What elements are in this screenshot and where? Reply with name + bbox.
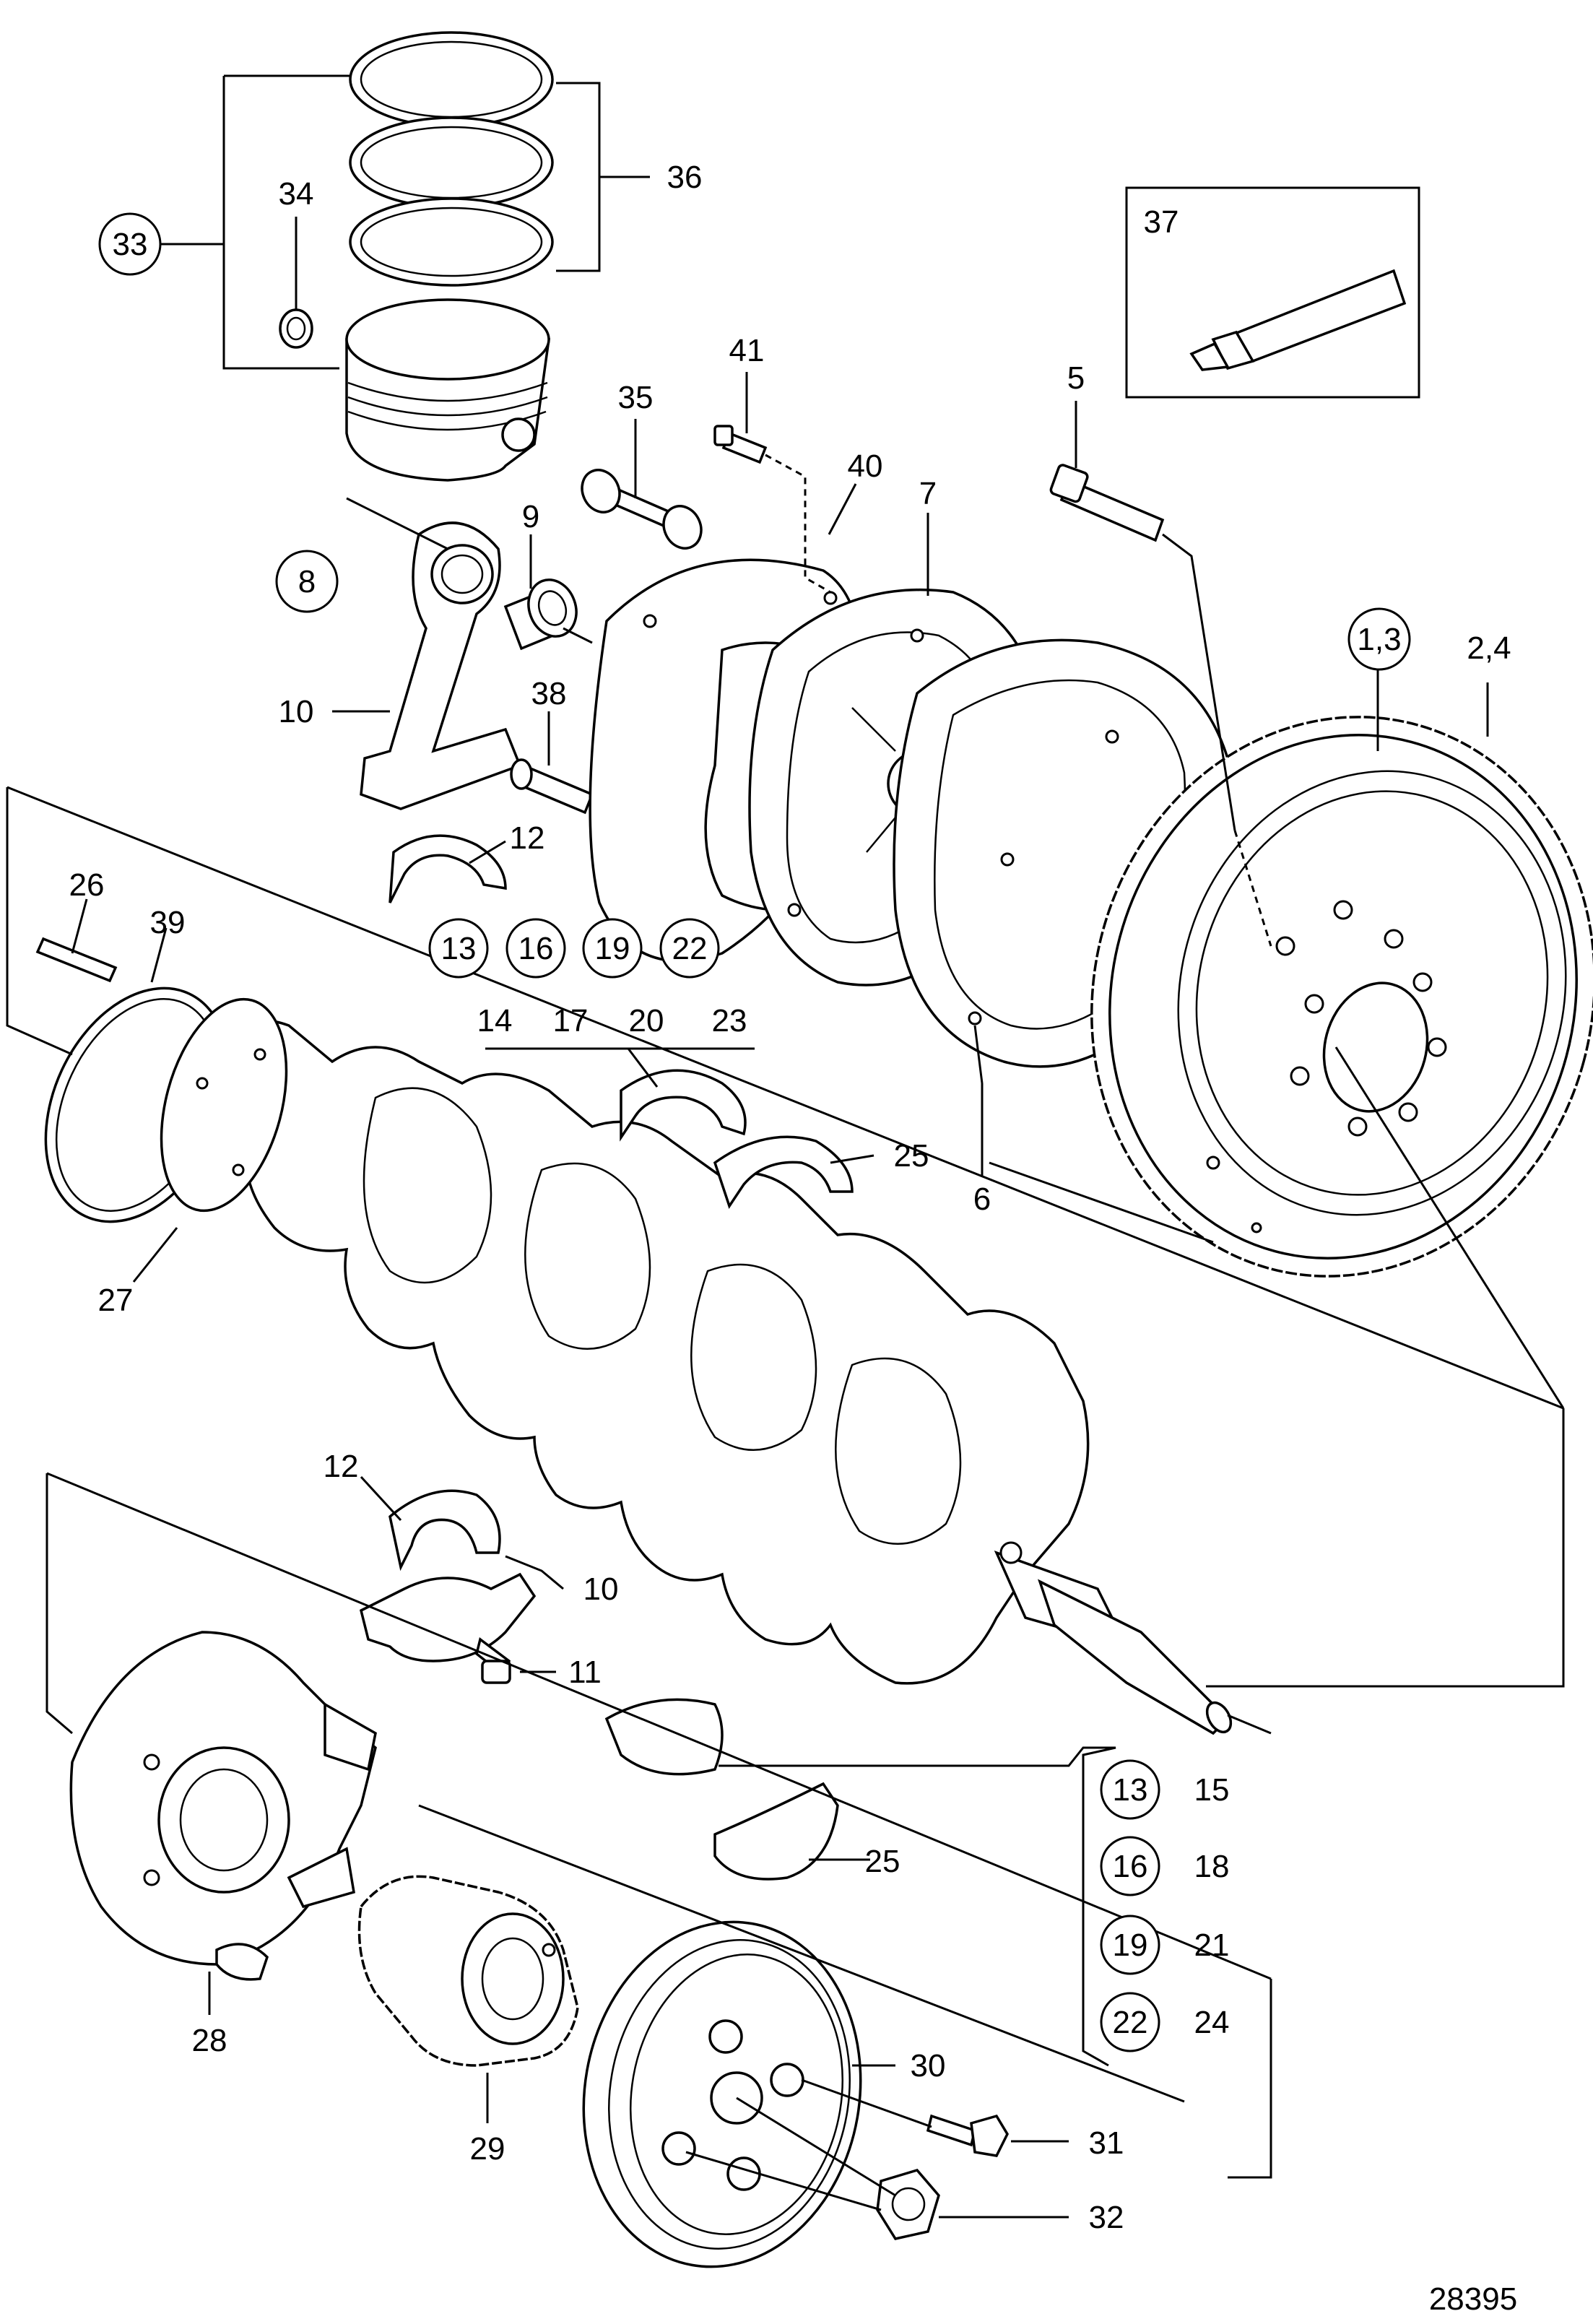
front-cover xyxy=(69,1631,377,1981)
label-12-lower: 12 xyxy=(324,1449,359,1484)
label-7: 7 xyxy=(919,476,937,511)
label-25-upper: 25 xyxy=(894,1138,929,1174)
label-10-lower: 10 xyxy=(583,1571,619,1607)
pulley-fasteners xyxy=(876,2114,1009,2240)
label-13-bottom: 13 xyxy=(1113,1772,1148,1808)
snap-ring xyxy=(279,308,313,349)
rod-cap-assembly xyxy=(359,1489,537,1684)
label-19-top: 19 xyxy=(595,931,630,966)
piston-rings xyxy=(349,31,554,287)
label-28: 28 xyxy=(192,2023,227,2058)
label-14: 14 xyxy=(477,1003,513,1039)
label-11: 11 xyxy=(568,1655,602,1690)
label-29: 29 xyxy=(470,2131,505,2167)
label-16-top: 16 xyxy=(518,931,554,966)
label-9: 9 xyxy=(522,499,539,534)
label-6: 6 xyxy=(973,1181,991,1217)
pulley xyxy=(582,1920,862,2268)
bushing xyxy=(503,578,578,651)
label-22-top: 22 xyxy=(672,931,708,966)
label-31: 31 xyxy=(1089,2125,1124,2161)
flywheel xyxy=(1090,716,1593,1278)
dowel-pin xyxy=(35,937,118,983)
label-24: 24 xyxy=(1194,2005,1230,2040)
label-10-upper: 10 xyxy=(279,694,314,729)
label-5: 5 xyxy=(1067,360,1085,396)
main-bearing-shells xyxy=(604,1069,854,1881)
label-2-4: 2,4 xyxy=(1467,630,1511,666)
label-38: 38 xyxy=(531,676,567,711)
label-40: 40 xyxy=(848,448,883,484)
label-25-lower: 25 xyxy=(865,1844,900,1879)
label-41: 41 xyxy=(729,333,765,368)
label-12-upper: 12 xyxy=(510,820,545,856)
label-33: 33 xyxy=(113,227,148,262)
label-19-bottom: 19 xyxy=(1113,1928,1148,1963)
label-34: 34 xyxy=(279,176,314,212)
crank-gear xyxy=(357,1875,579,2067)
label-1-3: 1,3 xyxy=(1357,622,1401,657)
label-21: 21 xyxy=(1194,1928,1230,1963)
circled-labels xyxy=(98,212,1411,2052)
label-20: 20 xyxy=(629,1003,664,1039)
drawing-number: 28395 xyxy=(1429,2281,1517,2317)
label-32: 32 xyxy=(1089,2200,1124,2235)
label-23: 23 xyxy=(712,1003,747,1039)
label-37: 37 xyxy=(1144,204,1179,240)
label-16-bottom: 16 xyxy=(1113,1849,1148,1884)
flywheel-bolt xyxy=(1049,464,1165,542)
rod-bearing-shell xyxy=(389,834,507,903)
label-13-top: 13 xyxy=(441,931,477,966)
label-39: 39 xyxy=(150,905,186,940)
piston-pin xyxy=(581,469,703,550)
plate-bolt xyxy=(713,425,768,464)
rod-bolt xyxy=(510,758,594,815)
label-27: 27 xyxy=(98,1283,134,1318)
crankshaft xyxy=(160,997,1233,1735)
label-22-bottom: 22 xyxy=(1113,2005,1148,2040)
piston xyxy=(345,298,551,482)
label-18: 18 xyxy=(1194,1849,1230,1884)
label-36: 36 xyxy=(667,160,703,195)
connecting-rod xyxy=(360,521,522,810)
label-35: 35 xyxy=(618,380,654,415)
label-26: 26 xyxy=(69,867,105,903)
label-30: 30 xyxy=(911,2048,946,2084)
sealant-box xyxy=(1125,186,1420,399)
part-labels: 33 34 36 37 35 41 5 40 7 9 8 1,3 2,4 10 … xyxy=(69,160,1518,2317)
label-15: 15 xyxy=(1194,1772,1230,1808)
leader-lines xyxy=(6,74,1565,2219)
label-17: 17 xyxy=(553,1003,589,1039)
label-8: 8 xyxy=(298,564,316,599)
